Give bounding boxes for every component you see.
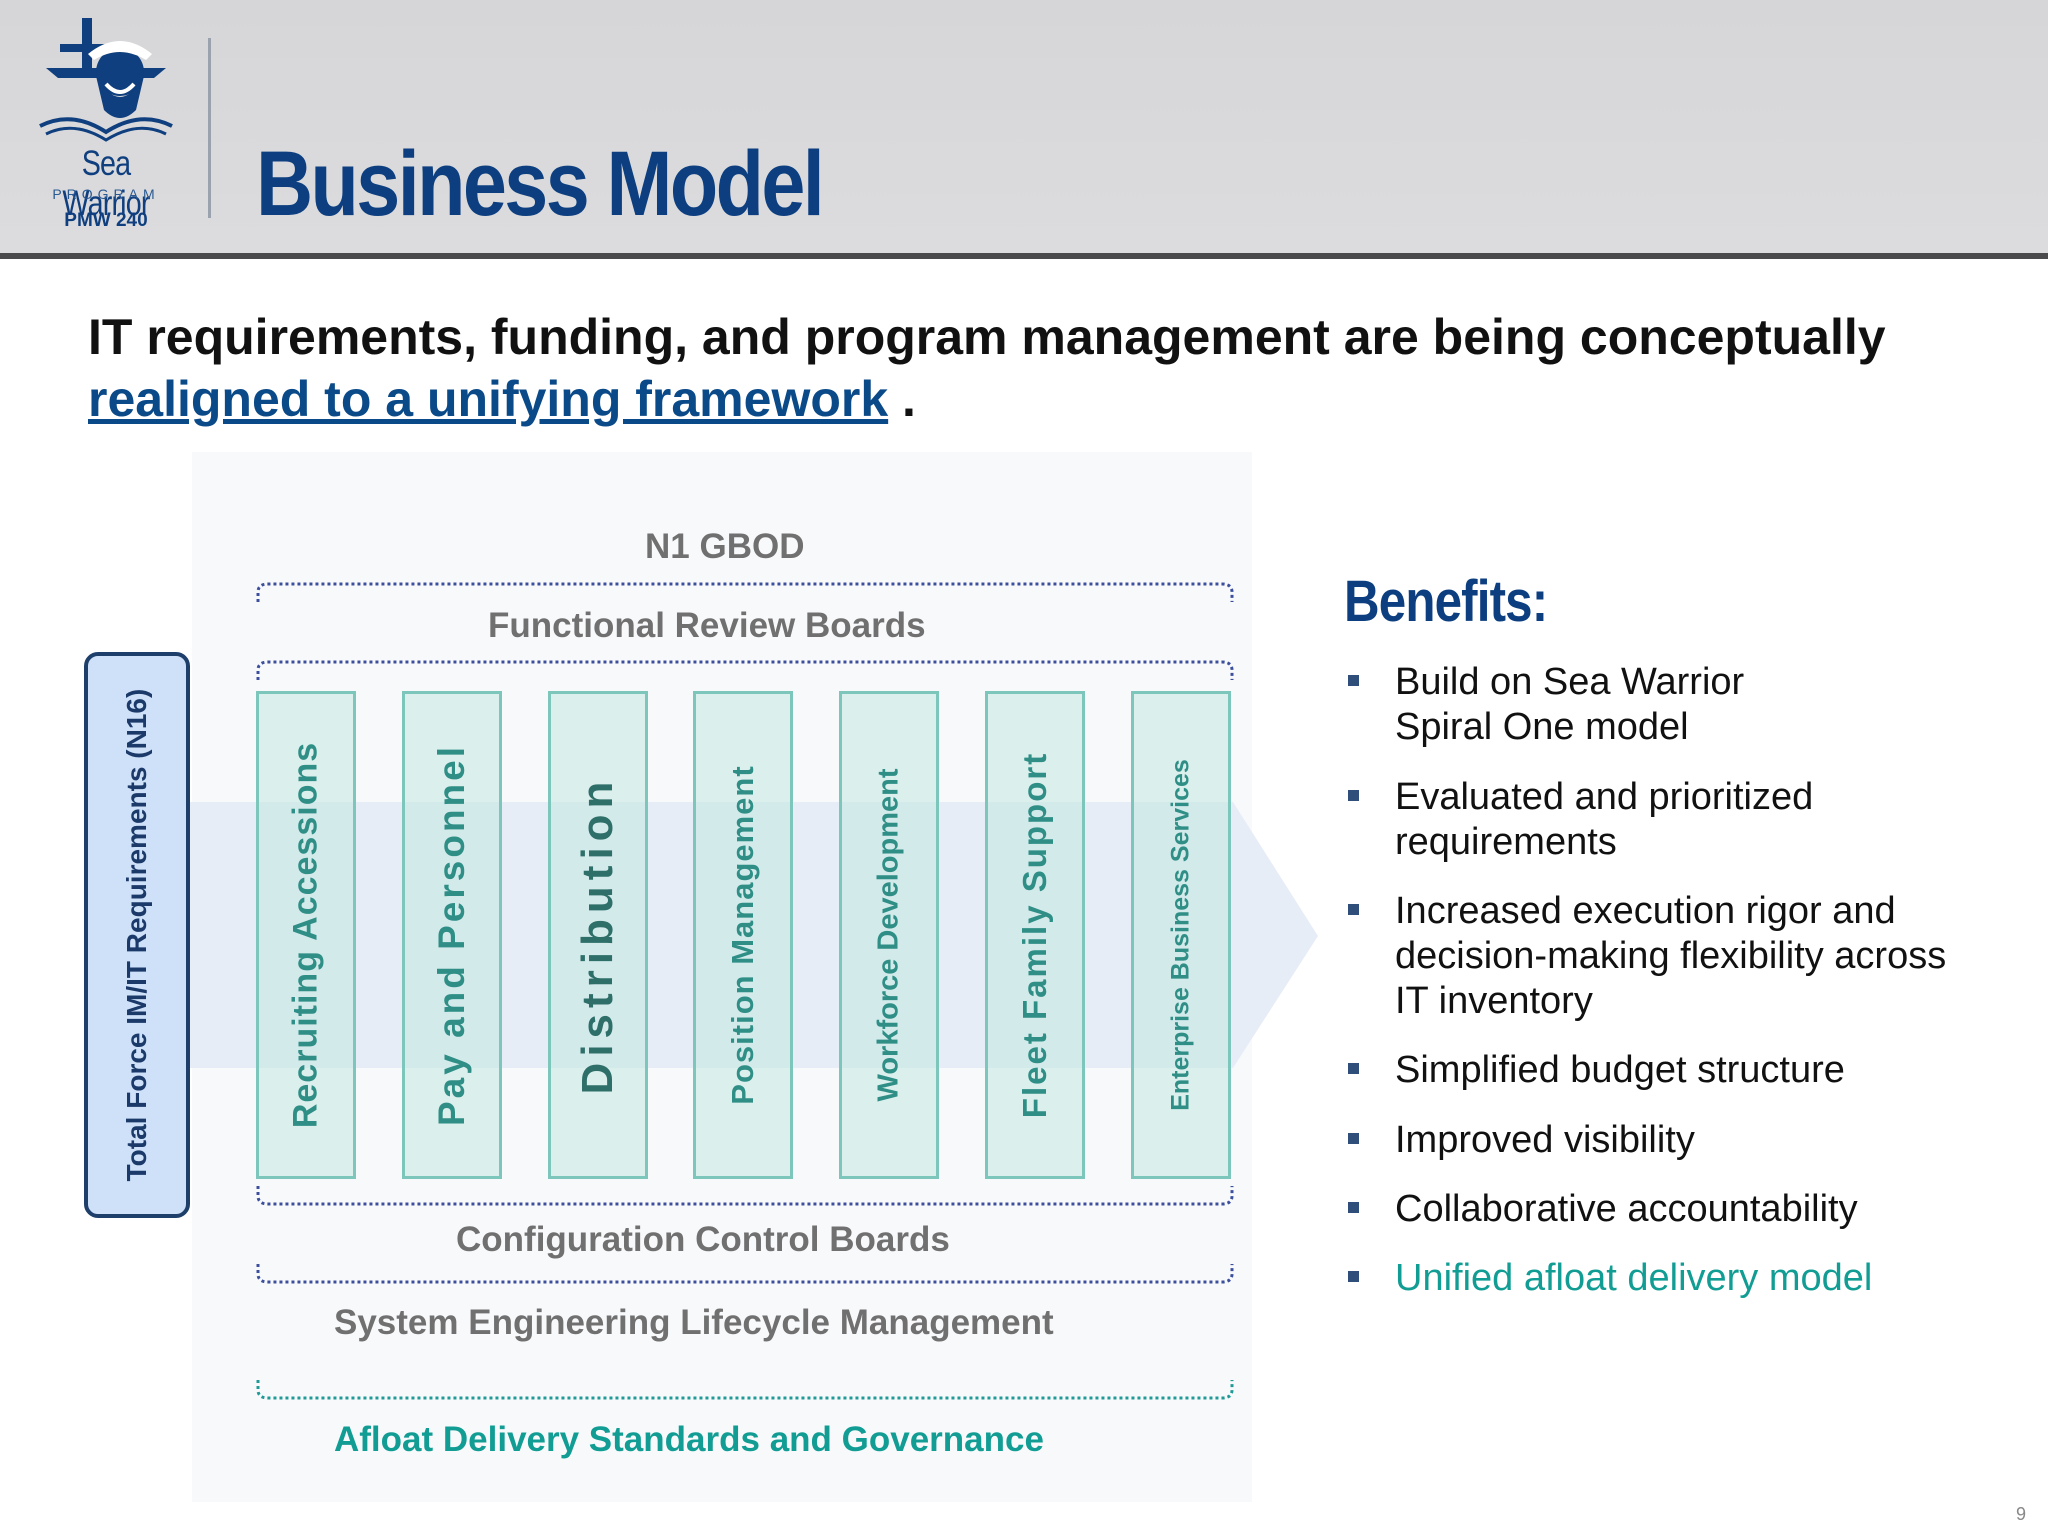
- column-position-management: Position Management: [693, 691, 793, 1179]
- intro-link[interactable]: realigned to a unifying framework: [88, 371, 889, 427]
- label-functional-review-boards: Functional Review Boards: [488, 606, 926, 645]
- column-label: Fleet Family Support: [1016, 751, 1053, 1119]
- header-divider: [0, 253, 2048, 259]
- bracket-system: [256, 1264, 1234, 1284]
- intro-statement: IT requirements, funding, and program ma…: [88, 306, 1988, 430]
- square-bullet-icon: [1348, 675, 1359, 686]
- label-afloat-delivery: Afloat Delivery Standards and Governance: [334, 1420, 1044, 1459]
- square-bullet-icon: [1348, 1133, 1359, 1144]
- benefit-text: Collaborative accountability: [1395, 1188, 1858, 1230]
- intro-text: IT requirements, funding, and program ma…: [88, 309, 1886, 365]
- benefit-text: Unified afloat delivery model: [1395, 1257, 1873, 1299]
- benefit-text: Improved visibility: [1395, 1119, 1695, 1161]
- column-recruiting-accessions: Recruiting Accessions: [256, 691, 356, 1179]
- column-enterprise-business-services: Enterprise Business Services: [1131, 691, 1231, 1179]
- square-bullet-icon: [1348, 1063, 1359, 1074]
- column-workforce-development: Workforce Development: [839, 691, 939, 1179]
- header-bar: [0, 0, 2048, 253]
- column-fleet-family-support: Fleet Family Support: [985, 691, 1085, 1179]
- benefit-text: Simplified budget structure: [1395, 1049, 1845, 1091]
- logo-name: Sea Warrior: [62, 144, 150, 223]
- page-number: 9: [2016, 1504, 2027, 1524]
- bracket-functional: [256, 660, 1234, 680]
- column-label: Recruiting Accessions: [286, 741, 325, 1129]
- column-distribution: Distribution: [548, 691, 648, 1179]
- column-label: Distribution: [573, 775, 622, 1095]
- sailor-emblem-icon: [39, 18, 173, 142]
- logo-code: PMW 240: [64, 210, 148, 231]
- label-configuration-control-boards: Configuration Control Boards: [456, 1220, 950, 1259]
- intro-suffix: .: [888, 371, 916, 427]
- square-bullet-icon: [1348, 904, 1359, 915]
- benefit-text: Increased execution rigor and decision-m…: [1395, 890, 1947, 1022]
- column-label: Position Management: [725, 765, 760, 1105]
- benefit-text: Evaluated and prioritized requirements: [1395, 776, 1814, 863]
- requirements-box: Total Force IM/IT Requirements (N16): [84, 652, 190, 1218]
- bracket-gbod: [256, 582, 1234, 602]
- logo-program: PROGRAM: [52, 186, 160, 202]
- column-pay-and-personnel: Pay and Personnel: [402, 691, 502, 1179]
- column-label: Pay and Personnel: [431, 743, 472, 1127]
- column-label: Workforce Development: [872, 768, 905, 1102]
- bracket-afloat: [256, 1380, 1234, 1400]
- column-label: Enterprise Business Services: [1166, 759, 1195, 1111]
- square-bullet-icon: [1348, 790, 1359, 801]
- benefits-title: Benefits:: [1344, 569, 1548, 634]
- sea-warrior-logo: Sea Warrior PROGRAM PMW 240: [26, 14, 186, 239]
- label-n1-gbod: N1 GBOD: [645, 527, 805, 566]
- square-bullet-icon: [1348, 1271, 1359, 1282]
- square-bullet-icon: [1348, 1202, 1359, 1213]
- logo-separator: [208, 38, 211, 218]
- bracket-config: [256, 1186, 1234, 1206]
- requirements-label: Total Force IM/IT Requirements (N16): [121, 688, 152, 1182]
- benefit-text: Build on Sea Warrior Spiral One model: [1395, 661, 1745, 748]
- label-system-engineering: System Engineering Lifecycle Management: [334, 1303, 1054, 1342]
- page-title: Business Model: [256, 133, 825, 235]
